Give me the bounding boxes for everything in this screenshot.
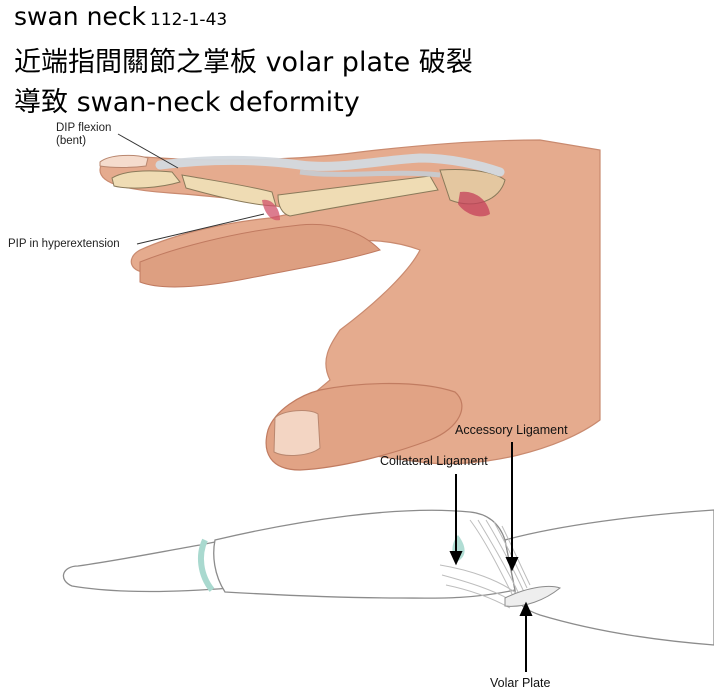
- pip-joint-red: [262, 199, 280, 221]
- arrows: [449, 442, 533, 672]
- title-line-3: 導致 swan-neck deformity: [14, 87, 360, 118]
- label-dip-line2: (bent): [56, 135, 87, 147]
- distal-phalanx: [111, 170, 181, 189]
- label-accessory-ligament: Accessory Ligament: [455, 423, 568, 437]
- joint-red: [458, 191, 490, 217]
- dip-leader-line: [117, 133, 179, 169]
- pip-leader-line: [136, 213, 265, 245]
- diagram-volar-plate: [504, 585, 562, 607]
- proximal-phalanx: [277, 175, 439, 217]
- diagram-middle-phalanx: [62, 541, 231, 593]
- title-main: swan neck: [14, 2, 147, 31]
- thumbnail: [273, 410, 321, 456]
- diagram-cartilage-left: [197, 538, 215, 592]
- extensor-tendon: [155, 153, 505, 177]
- label-volar-plate: Volar Plate: [490, 676, 551, 690]
- title-code: 112-1-43: [150, 10, 228, 30]
- label-dip-line1: DIP flexion: [56, 122, 112, 134]
- diagram-proximal-phalanx: [213, 509, 516, 599]
- middle-phalanx: [181, 174, 277, 207]
- label-dip-flexion: DIP flexion (bent): [56, 122, 111, 148]
- title-line-2: 近端指間關節之掌板 volar plate 破裂: [14, 47, 473, 78]
- fingernail: [99, 154, 149, 168]
- label-pip-hyperextension: PIP in hyperextension: [8, 238, 120, 250]
- hand-finger-lower: [139, 223, 381, 288]
- diagram-metacarpal: [504, 509, 714, 646]
- label-collateral-ligament: Collateral Ligament: [380, 454, 488, 468]
